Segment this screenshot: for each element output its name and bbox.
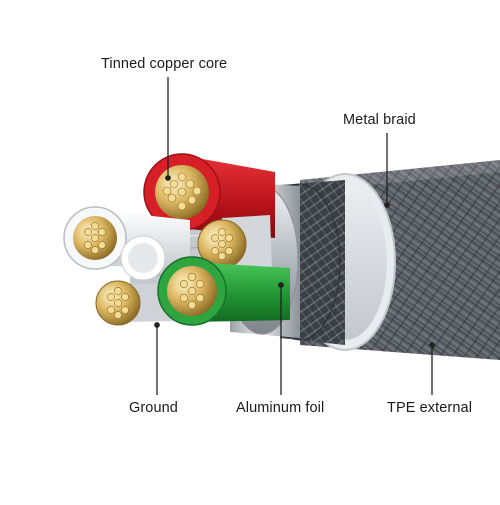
braid-leader-dot xyxy=(384,202,390,208)
ground-leader-dot xyxy=(154,322,160,328)
label-metal-braid: Metal braid xyxy=(343,112,416,128)
foil-leader-dot xyxy=(278,282,284,288)
core-leader-dot xyxy=(165,175,171,181)
label-tinned-copper-core: Tinned copper core xyxy=(101,56,228,72)
label-tpe-external: TPE external xyxy=(387,400,473,416)
tpe-leader-dot xyxy=(429,342,435,348)
green-conductor xyxy=(157,256,290,326)
label-ground: Ground xyxy=(129,400,178,416)
copper-strand-dots xyxy=(84,172,233,319)
filler-strands xyxy=(120,235,166,281)
label-aluminum-foil: Aluminum foil xyxy=(236,400,325,416)
leader-lines xyxy=(154,77,435,395)
